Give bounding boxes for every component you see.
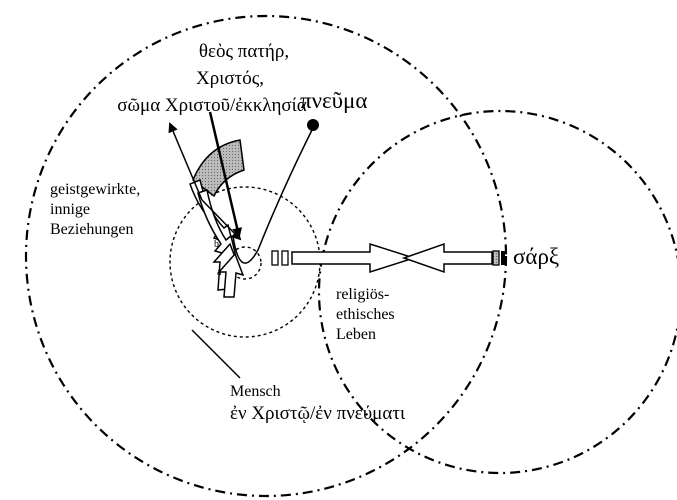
hollow-arrow-a-inner xyxy=(217,252,245,298)
curved-arrow-inner xyxy=(197,189,238,259)
sarx-label: σάρξ xyxy=(513,244,559,269)
beziehungen-line2: innige xyxy=(50,201,90,218)
mensch-pointer xyxy=(191,329,241,379)
beziehungen-line3: Beziehungen xyxy=(50,221,134,238)
thin-arrow-up xyxy=(168,122,203,201)
double-hollow-arrow-right xyxy=(401,242,493,274)
pneuma-dot xyxy=(307,119,319,131)
large-left-circle xyxy=(24,14,508,498)
marker-a: a xyxy=(217,267,222,278)
bar-right-hatched xyxy=(492,250,500,266)
theos-label-line1: θεὸς πατήρ, xyxy=(199,41,289,62)
double-hollow-arrow xyxy=(291,242,417,274)
pneuma-label: πνεῦμα xyxy=(300,88,367,113)
large-right-circle xyxy=(317,109,677,475)
bar-left-2 xyxy=(281,250,289,266)
beziehungen-line1: geistgewirkte, xyxy=(50,181,140,198)
theos-label-line3: σῶμα Χριστοῦ/ἐκκλησία xyxy=(117,95,306,116)
pneuma-curve xyxy=(232,127,314,264)
marker-b: b xyxy=(214,239,219,250)
hatched-band xyxy=(192,139,245,198)
leben-line1: religiös- xyxy=(336,286,389,303)
mensch-line1: Mensch xyxy=(230,383,281,400)
bar-left-1 xyxy=(271,250,279,266)
bar-right-black xyxy=(501,251,505,265)
thick-arrow xyxy=(208,111,243,238)
theos-label-line2: Χριστός, xyxy=(196,68,264,89)
mensch-line2: ἐν Χριστῷ/ἐν πνεύματι xyxy=(230,403,406,424)
leben-line2: ethisches xyxy=(336,306,395,323)
leben-line3: Leben xyxy=(336,326,376,343)
